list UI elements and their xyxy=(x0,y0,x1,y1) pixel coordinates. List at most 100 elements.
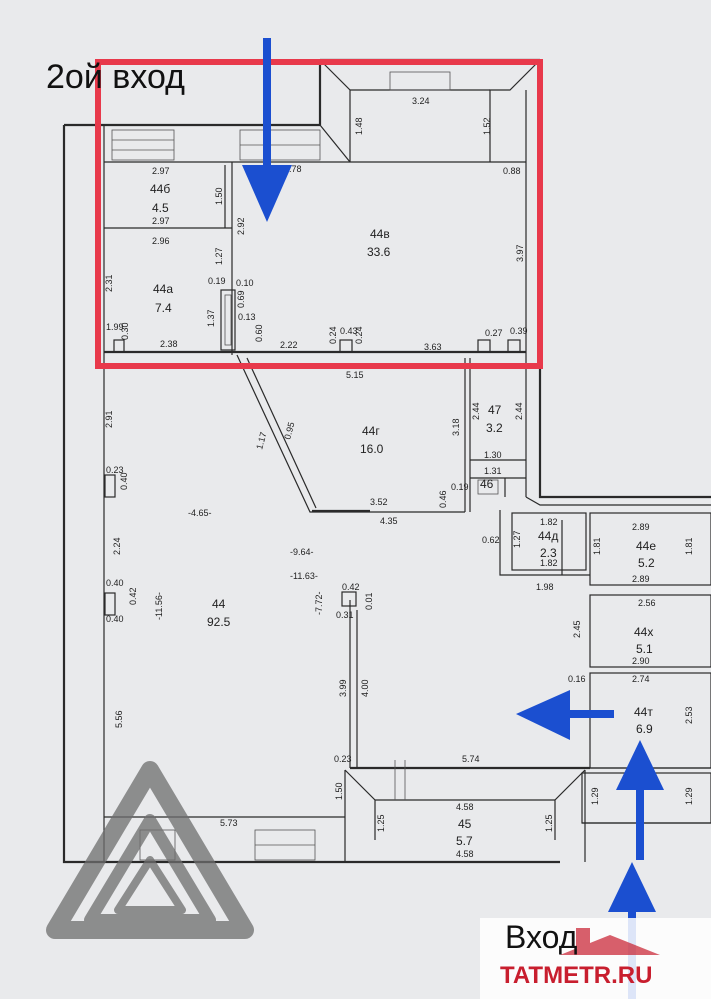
room-name: 44х xyxy=(634,625,653,639)
dimension: 1.82 xyxy=(540,558,558,568)
dimension: 0.39 xyxy=(510,326,528,336)
dimension: -7.72- xyxy=(314,591,324,615)
room-name: 44в xyxy=(370,227,390,241)
dimension: 1.99 xyxy=(106,322,124,332)
dimension: 2.38 xyxy=(160,339,178,349)
room-name: 47 xyxy=(488,403,502,417)
dimension: 0.24 xyxy=(354,326,364,344)
dimension: 3.52 xyxy=(370,497,388,507)
dimension: 1.30 xyxy=(484,450,502,460)
dimension: 0.23 xyxy=(106,465,124,475)
dimension: 1.25 xyxy=(376,814,386,832)
dimension: 1.29 xyxy=(590,787,600,805)
dimension: 2.90 xyxy=(632,656,650,666)
dimension: 2.97 xyxy=(152,216,170,226)
dimension: 1.81 xyxy=(592,537,602,555)
dimension: 3.24 xyxy=(412,96,430,106)
dimension: 5.56 xyxy=(114,710,124,728)
dimension: 0.31 xyxy=(336,610,354,620)
dimension: 1.31 xyxy=(484,466,502,476)
dimension: 2.74 xyxy=(632,674,650,684)
dimension: 0.42 xyxy=(128,587,138,605)
dimension: 0.69 xyxy=(236,290,246,308)
dimension: 0.95 xyxy=(282,421,296,441)
dimension: 4.00 xyxy=(360,679,370,697)
dimension: 1.29 xyxy=(684,787,694,805)
right-rooms xyxy=(499,496,711,824)
dimension: 5.15 xyxy=(346,370,364,380)
dimension: 0.27 xyxy=(485,328,503,338)
room-name: 46 xyxy=(480,477,494,491)
dimension: 2.24 xyxy=(112,537,122,555)
entrance-arrows xyxy=(242,38,664,999)
dimension: 1.17 xyxy=(254,431,268,451)
dimension: 2.56 xyxy=(638,598,656,608)
room-area: 5.7 xyxy=(456,834,473,848)
dimension: 2.91 xyxy=(104,410,114,428)
room-name: 44 xyxy=(212,597,226,611)
dimension: -9.64- xyxy=(290,547,314,557)
brand-logo-text: TATMETR.RU xyxy=(500,962,652,989)
dimension: -11.56- xyxy=(154,592,164,620)
dimension: 1.81 xyxy=(684,537,694,555)
dimension: 2.97 xyxy=(152,166,170,176)
room-area: 7.4 xyxy=(155,301,172,315)
dimension: 3.99 xyxy=(338,679,348,697)
dimension: 0.46 xyxy=(438,490,448,508)
dimension: 0.42 xyxy=(342,582,360,592)
house-icon xyxy=(560,928,660,955)
dimension: 0.60 xyxy=(254,324,264,342)
dimension: 1.50 xyxy=(334,782,344,800)
dimension: 2.96 xyxy=(152,236,170,246)
dimension: 0.23 xyxy=(334,754,352,764)
dimension: 2.31 xyxy=(104,274,114,292)
dimension: 0.24 xyxy=(328,326,338,344)
dimension: 1.98 xyxy=(536,582,554,592)
dimension: 1.50 xyxy=(214,187,224,205)
room-labels: 44б 4.5 44а 7.4 44в 33.6 44г 16.0 47 3.2… xyxy=(150,182,656,848)
dimension: 0.16 xyxy=(568,674,586,684)
dimension: 4.35 xyxy=(380,516,398,526)
highlight-area-box xyxy=(95,59,543,369)
room-area: 5.1 xyxy=(636,642,653,656)
room-name: 44е xyxy=(636,539,656,553)
brand-box xyxy=(480,918,711,999)
arrow-down-icon xyxy=(242,38,292,222)
dimension: 2.44 xyxy=(514,402,524,420)
room-name: 44г xyxy=(362,424,380,438)
dimension: 2.53 xyxy=(684,706,694,724)
room-area: 6.9 xyxy=(636,722,653,736)
dimension: 0.40 xyxy=(106,614,124,624)
dimension: 1.27 xyxy=(512,530,522,548)
dimension: 2.89 xyxy=(632,522,650,532)
dimension: 0.13 xyxy=(238,312,256,322)
dimension: 1.25 xyxy=(544,814,554,832)
dimension: 1.82 xyxy=(540,517,558,527)
arrow-up-icon xyxy=(616,740,664,860)
dimension: 3.18 xyxy=(451,418,461,436)
dimension: -11.63- xyxy=(290,571,318,581)
dimension: 4.58 xyxy=(456,849,474,859)
dimension: 2.92 xyxy=(236,217,246,235)
dimension: 0.30 xyxy=(120,322,130,340)
dimension: 0.40 xyxy=(106,578,124,588)
dimension: 1.27 xyxy=(214,247,224,265)
dimension: 2.44 xyxy=(471,402,481,420)
dimension: 0.88 xyxy=(503,166,521,176)
dimension: 0.01 xyxy=(364,592,374,610)
arrow-left-icon xyxy=(516,690,614,740)
room-name: 45 xyxy=(458,817,472,831)
dimension: 2.89 xyxy=(632,574,650,584)
room-area: 33.6 xyxy=(367,245,391,259)
dimension: 3.97 xyxy=(515,244,525,262)
dimension: 1.37 xyxy=(206,309,216,327)
room-name: 44а xyxy=(153,282,173,296)
entrance-label: Вход xyxy=(505,919,578,955)
dimension: 0.40 xyxy=(119,472,129,490)
second-entrance-label: 2ой вход xyxy=(46,58,185,96)
room-name: 44т xyxy=(634,705,653,719)
dimension: 1.48 xyxy=(354,117,364,135)
dimension: 0.19 xyxy=(208,276,226,286)
dimension: 2.45 xyxy=(572,620,582,638)
